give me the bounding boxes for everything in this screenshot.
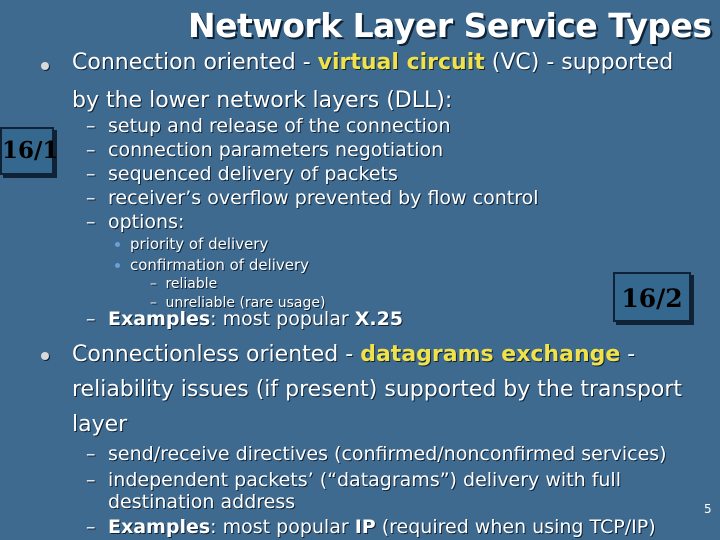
list-item-continuation: destination address [108,491,296,513]
option-item: confirmation of delivery [115,255,309,276]
item1-line2: by the lower network layers (DLL): [72,88,453,113]
list-item: –receiver’s overflow prevented by flow c… [86,187,539,209]
virtual-circuit-highlight: virtual circuit [317,50,485,75]
list-item: –options: [86,211,185,233]
confirmation-type: – unreliable (rare usage) [150,295,326,311]
slide-ref-box-left: 16/1 [0,127,58,175]
item1-examples: –Examples: most popular X.25 [86,308,404,330]
option-item: priority of delivery [115,234,268,255]
option-bullet [115,242,120,247]
item1-line1: Connection oriented - virtual circuit (V… [72,50,674,75]
item2-line1: Connectionless oriented - datagrams exch… [72,342,636,367]
item2-line3: layer [72,412,128,437]
datagrams-highlight: datagrams exchange [360,342,621,367]
option-bullet [115,263,120,268]
list-item: –send/receive directives (confirmed/nonc… [86,443,667,465]
slide-ref-box-right: 16/2 [613,272,691,322]
item2-examples: –Examples: most popular IP (required whe… [86,516,656,538]
list-item: –setup and release of the connection [86,115,451,137]
list-item: –independent packets’ (“datagrams”) deli… [86,469,621,491]
item2-line2: reliability issues (if present) supporte… [72,377,683,402]
page-number: 5 [704,502,712,516]
bullet-2 [41,352,49,360]
confirmation-type: – reliable [150,276,218,292]
bullet-1 [41,62,49,70]
list-item: –sequenced delivery of packets [86,163,398,185]
list-item: –connection parameters negotiation [86,139,444,161]
page-title: Network Layer Service Types [188,6,712,45]
